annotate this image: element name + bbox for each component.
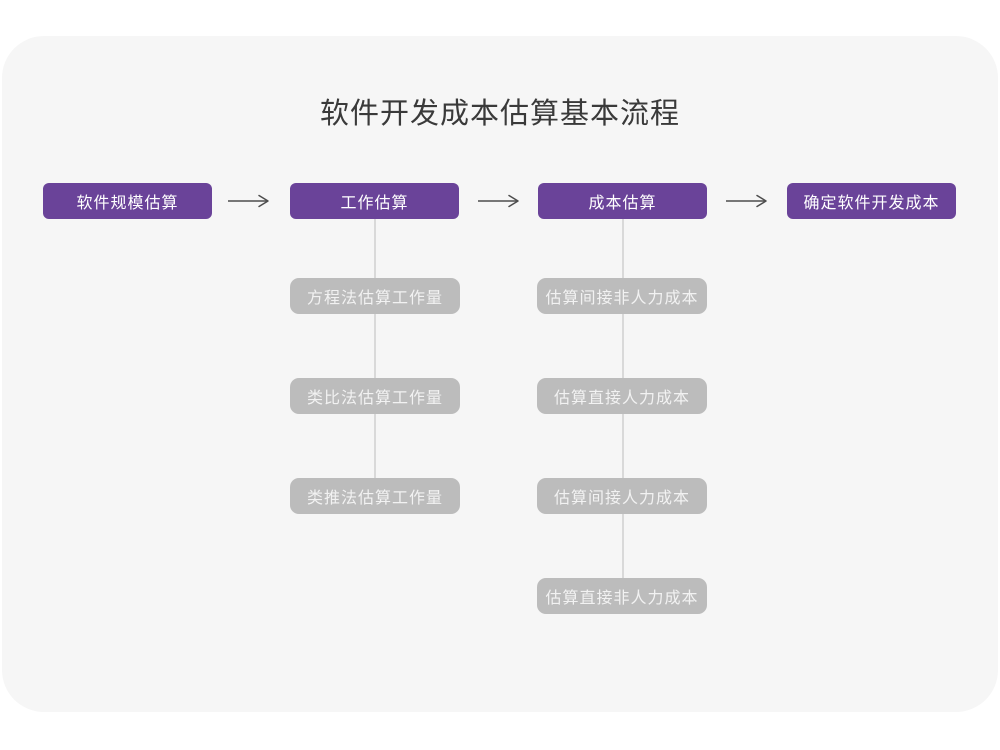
sub-node-label: 类比法估算工作量 bbox=[306, 390, 443, 407]
sub-node-indirect-labor-cost: 估算间接人力成本 bbox=[537, 478, 707, 514]
arrow-right-icon bbox=[227, 193, 271, 209]
sub-node-label: 类推法估算工作量 bbox=[306, 490, 443, 507]
flow-node-label: 工作估算 bbox=[340, 195, 409, 212]
flow-node-work-estimation: 工作估算 bbox=[290, 183, 459, 219]
sub-node-direct-labor-cost: 估算直接人力成本 bbox=[537, 378, 707, 414]
flow-node-label: 成本估算 bbox=[588, 195, 657, 212]
flow-node-determine-software-dev-cost: 确定软件开发成本 bbox=[787, 183, 956, 219]
connector-line-work-estimation bbox=[373, 219, 376, 497]
diagram-title: 软件开发成本估算基本流程 bbox=[319, 98, 680, 130]
flow-node-label: 确定软件开发成本 bbox=[803, 195, 940, 212]
flow-node-cost-estimation: 成本估算 bbox=[538, 183, 707, 219]
sub-node-label: 估算直接人力成本 bbox=[553, 390, 690, 407]
sub-node-label: 方程法估算工作量 bbox=[306, 290, 443, 307]
sub-node-direct-nonlabor-cost: 估算直接非人力成本 bbox=[537, 578, 707, 614]
sub-node-equation-method: 方程法估算工作量 bbox=[290, 278, 460, 314]
diagram-card bbox=[2, 36, 998, 712]
arrow-right-icon bbox=[477, 193, 521, 209]
sub-node-label: 估算间接人力成本 bbox=[553, 490, 690, 507]
sub-node-label: 估算间接非人力成本 bbox=[545, 290, 699, 307]
flow-node-label: 软件规模估算 bbox=[76, 195, 179, 212]
sub-node-analogy-method: 类比法估算工作量 bbox=[290, 378, 460, 414]
sub-node-label: 估算直接非人力成本 bbox=[545, 590, 699, 607]
sub-node-extrapolation-method: 类推法估算工作量 bbox=[290, 478, 460, 514]
sub-node-indirect-nonlabor-cost: 估算间接非人力成本 bbox=[537, 278, 707, 314]
arrow-right-icon bbox=[725, 193, 769, 209]
flow-node-software-scale-estimation: 软件规模估算 bbox=[43, 183, 212, 219]
